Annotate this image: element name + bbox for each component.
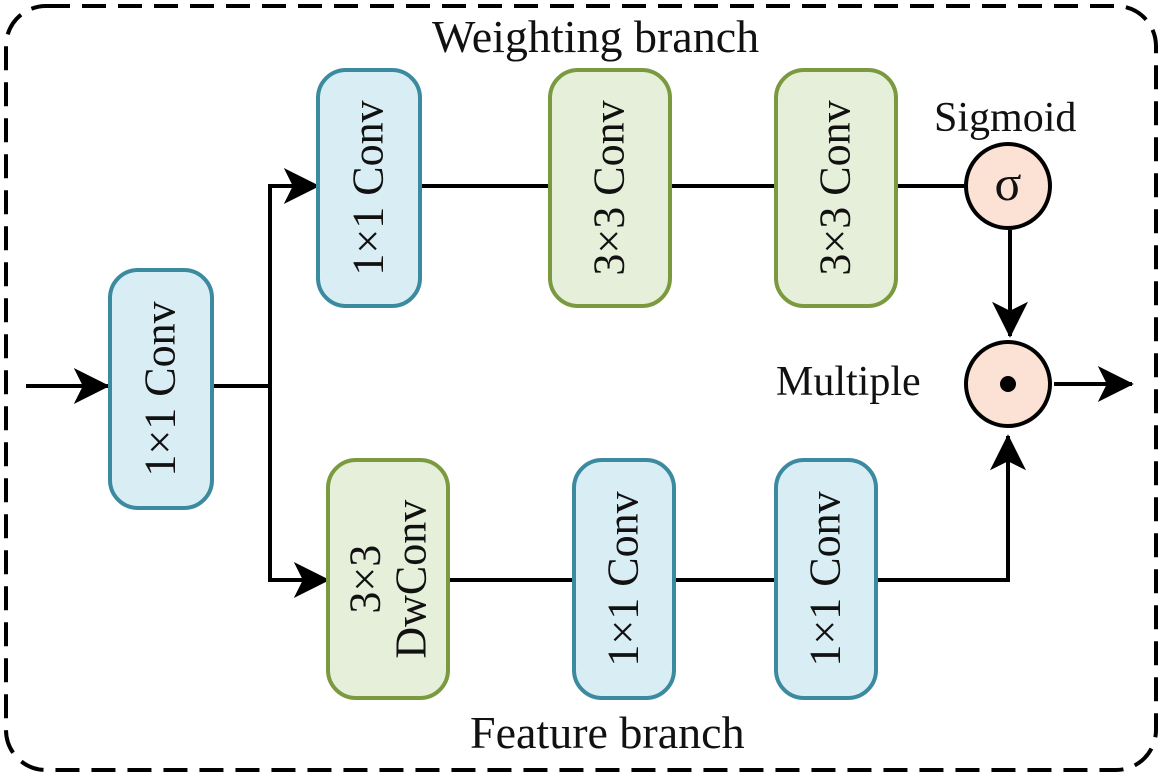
weighting-conv-1x1-block: 1×1 Conv <box>316 68 422 308</box>
weighting-branch-title: Weighting branch <box>432 11 760 62</box>
input-conv-label: 1×1 Conv <box>136 301 186 477</box>
feature-block-1-label: 3×3 DwConv <box>339 499 435 659</box>
sigmoid-label: Sigmoid <box>934 95 1077 141</box>
sigma-symbol: σ <box>994 155 1022 211</box>
weighting-conv-3x3-block-2: 3×3 Conv <box>774 68 898 308</box>
feature-block-2-label: 1×1 Conv <box>599 491 649 667</box>
feature-dwconv-3x3-block: 3×3 DwConv <box>326 458 450 700</box>
weighting-block-2-label: 3×3 Conv <box>585 100 635 276</box>
dot-product-icon <box>1000 376 1016 392</box>
weighting-block-1-label: 1×1 Conv <box>344 100 394 276</box>
feature-conv-1x1-block-2: 1×1 Conv <box>774 458 878 700</box>
sigmoid-node: σ <box>964 142 1052 230</box>
weighting-conv-3x3-block-1: 3×3 Conv <box>548 68 672 308</box>
feature-branch-title: Feature branch <box>470 707 745 758</box>
feature-block-3-label: 1×1 Conv <box>801 491 851 667</box>
multiple-label: Multiple <box>776 359 921 405</box>
weighting-block-3-label: 3×3 Conv <box>811 100 861 276</box>
feature-conv-1x1-block-1: 1×1 Conv <box>572 458 676 700</box>
feature-to-multiply-arrow <box>876 434 1026 582</box>
multiply-node <box>964 340 1052 428</box>
input-conv-block: 1×1 Conv <box>108 268 214 510</box>
